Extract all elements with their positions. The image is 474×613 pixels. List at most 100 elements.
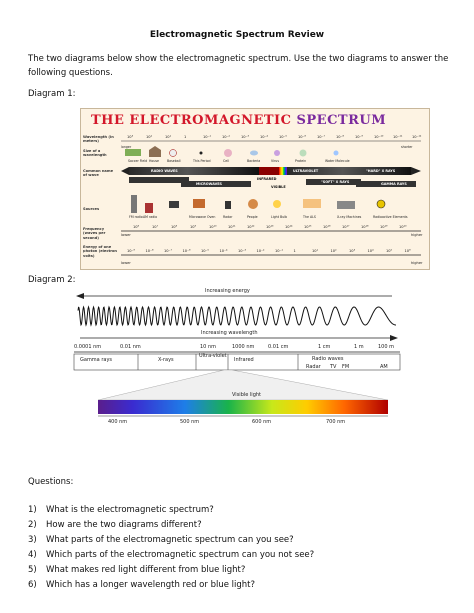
energy-tick: 10⁻⁵ xyxy=(201,249,209,253)
radioactive-icon xyxy=(376,199,386,209)
scale-label: 10 nm xyxy=(200,344,216,350)
regions-box xyxy=(73,353,401,371)
visible-light-bar xyxy=(98,400,388,414)
size-label: longer xyxy=(121,145,132,149)
radio-band-under xyxy=(129,177,189,183)
frequency-tick: 10¹⁶ xyxy=(323,225,331,229)
fm-radio-icon xyxy=(169,201,179,208)
radar-icon xyxy=(225,201,231,209)
question-text: What parts of the electromagnetic spectr… xyxy=(46,535,294,545)
size-label: Baseball xyxy=(167,159,181,163)
baseball-icon xyxy=(169,149,177,157)
energy-tick: 10⁻⁴ xyxy=(219,249,228,253)
energy-tick: 10⁶ xyxy=(404,249,411,253)
radio-microwave-bar xyxy=(129,167,259,175)
question-item: 1)What is the electromagnetic spectrum? xyxy=(28,505,214,515)
energy-tick: 10⁵ xyxy=(386,249,393,253)
radio-tower-icon xyxy=(131,195,137,213)
visible-light-label: Visible light xyxy=(232,392,262,398)
energy-end-higher: higher xyxy=(411,261,423,265)
gamma-band xyxy=(356,181,416,187)
band-gamma: GAMMA RAYS xyxy=(381,182,407,186)
size-label: shorter xyxy=(401,145,413,149)
scale-label: 100 m xyxy=(378,344,395,350)
source-label: Light Bulb xyxy=(271,215,288,219)
visible-scale-label: 400 nm xyxy=(108,419,128,425)
frequency-tick: 10¹⁷ xyxy=(342,225,350,229)
size-label: Cell xyxy=(223,159,229,163)
visible-bar xyxy=(279,167,287,175)
size-label: Soccer Field xyxy=(128,159,148,163)
frequency-tick: 10¹⁹ xyxy=(380,225,388,229)
energy-tick: 10¹ xyxy=(312,249,319,253)
row-label-size: Size of a wavelength xyxy=(83,149,107,158)
page-title: Electromagnetic Spectrum Review xyxy=(149,30,325,40)
source-label: Radioactive Elements xyxy=(373,215,408,219)
radio-use-am: AM xyxy=(380,364,388,370)
soft-xray-band xyxy=(306,179,361,185)
energy-tick: 10⁻² xyxy=(256,249,265,253)
question-number: 4) xyxy=(28,550,37,560)
scale-label: 1000 nm xyxy=(232,344,255,350)
wavelength-tick: 10⁻¹ xyxy=(203,135,211,139)
energy-tick: 10⁻⁷ xyxy=(164,249,172,253)
wavelength-tick: 10⁻¹¹ xyxy=(393,135,403,139)
protein-icon xyxy=(299,149,307,157)
size-label: House xyxy=(149,159,159,163)
energy-arrow-head xyxy=(76,293,84,299)
size-label: Protein xyxy=(295,159,307,163)
scale-label: 1 m xyxy=(354,344,364,350)
band-soft-xrays: "SOFT" X RAYS xyxy=(321,180,350,184)
diagram1-label: Diagram 1: xyxy=(28,89,76,99)
wavelength-tick: 10¹ xyxy=(165,135,172,139)
source-label: Radar xyxy=(223,215,233,219)
question-item: 3)What parts of the electromagnetic spec… xyxy=(28,535,294,545)
frequency-tick: 10¹⁴ xyxy=(285,225,293,229)
row-label-wavelength: Wavelength (in meters) xyxy=(83,135,114,144)
question-number: 5) xyxy=(28,565,37,575)
wavelength-tick: 10⁻⁶ xyxy=(298,135,306,139)
wavelength-tick: 10⁻⁵ xyxy=(279,135,287,139)
diagram1-graphics xyxy=(121,140,421,256)
soccer-field-icon xyxy=(125,149,141,156)
size-label: This Period xyxy=(193,159,211,163)
band-infrared: INFRARED xyxy=(257,177,277,181)
band-arrow-left xyxy=(121,167,129,175)
row-label-energy: Energy of one photon (electron volts) xyxy=(83,245,117,258)
size-label: Water Molecule xyxy=(325,159,350,163)
visible-scale-label: 700 nm xyxy=(326,419,346,425)
wavelength-tick: 10⁻⁹ xyxy=(355,135,363,139)
water-molecule-icon xyxy=(333,150,339,156)
scale-label: 0.01 cm xyxy=(268,344,289,350)
diagram1-spectrum-chart: THE ELECTROMAGNETIC SPECTRUM Wavelength … xyxy=(80,108,430,270)
wavelength-tick: 10⁻³ xyxy=(241,135,249,139)
source-label: FM radio xyxy=(129,215,143,219)
row-label-common: Common name of wave xyxy=(83,169,114,178)
diagram1-banner: THE ELECTROMAGNETIC SPECTRUM xyxy=(91,113,386,128)
diagram2-label: Diagram 2: xyxy=(28,275,76,285)
band-visible: VISIBLE xyxy=(271,185,286,189)
infrared-bar xyxy=(259,167,279,175)
energy-tick: 10⁴ xyxy=(367,249,374,253)
questions-label: Questions: xyxy=(28,477,74,487)
band-hard-xrays: "HARD" X RAYS xyxy=(366,169,396,173)
als-icon xyxy=(303,199,321,208)
band-ultraviolet: ULTRAVIOLET xyxy=(293,169,319,173)
am-radio-icon xyxy=(145,203,153,213)
frequency-end-higher: higher xyxy=(411,233,423,237)
wavelength-tick: 10⁻⁴ xyxy=(260,135,268,139)
frequency-tick: 10¹⁵ xyxy=(304,225,312,229)
diagram2-graphics xyxy=(73,293,401,417)
source-label: X-ray Machines xyxy=(337,215,362,219)
frequency-tick: 10⁹ xyxy=(190,225,197,229)
increasing-wavelength-label: Increasing wavelength xyxy=(198,330,261,336)
region-xrays: X-rays xyxy=(158,357,174,363)
question-item: 2)How are the two diagrams different? xyxy=(28,520,202,530)
frequency-tick: 10¹³ xyxy=(266,225,274,229)
banner-part-b: SPECTRUM xyxy=(296,113,387,128)
frequency-end-lower: lower xyxy=(121,233,131,237)
wave-curve xyxy=(77,305,397,327)
question-item: 4)Which parts of the electromagnetic spe… xyxy=(28,550,314,560)
frequency-tick: 10²⁰ xyxy=(399,225,407,229)
intro-paragraph: The two diagrams below show the electrom… xyxy=(28,54,449,78)
